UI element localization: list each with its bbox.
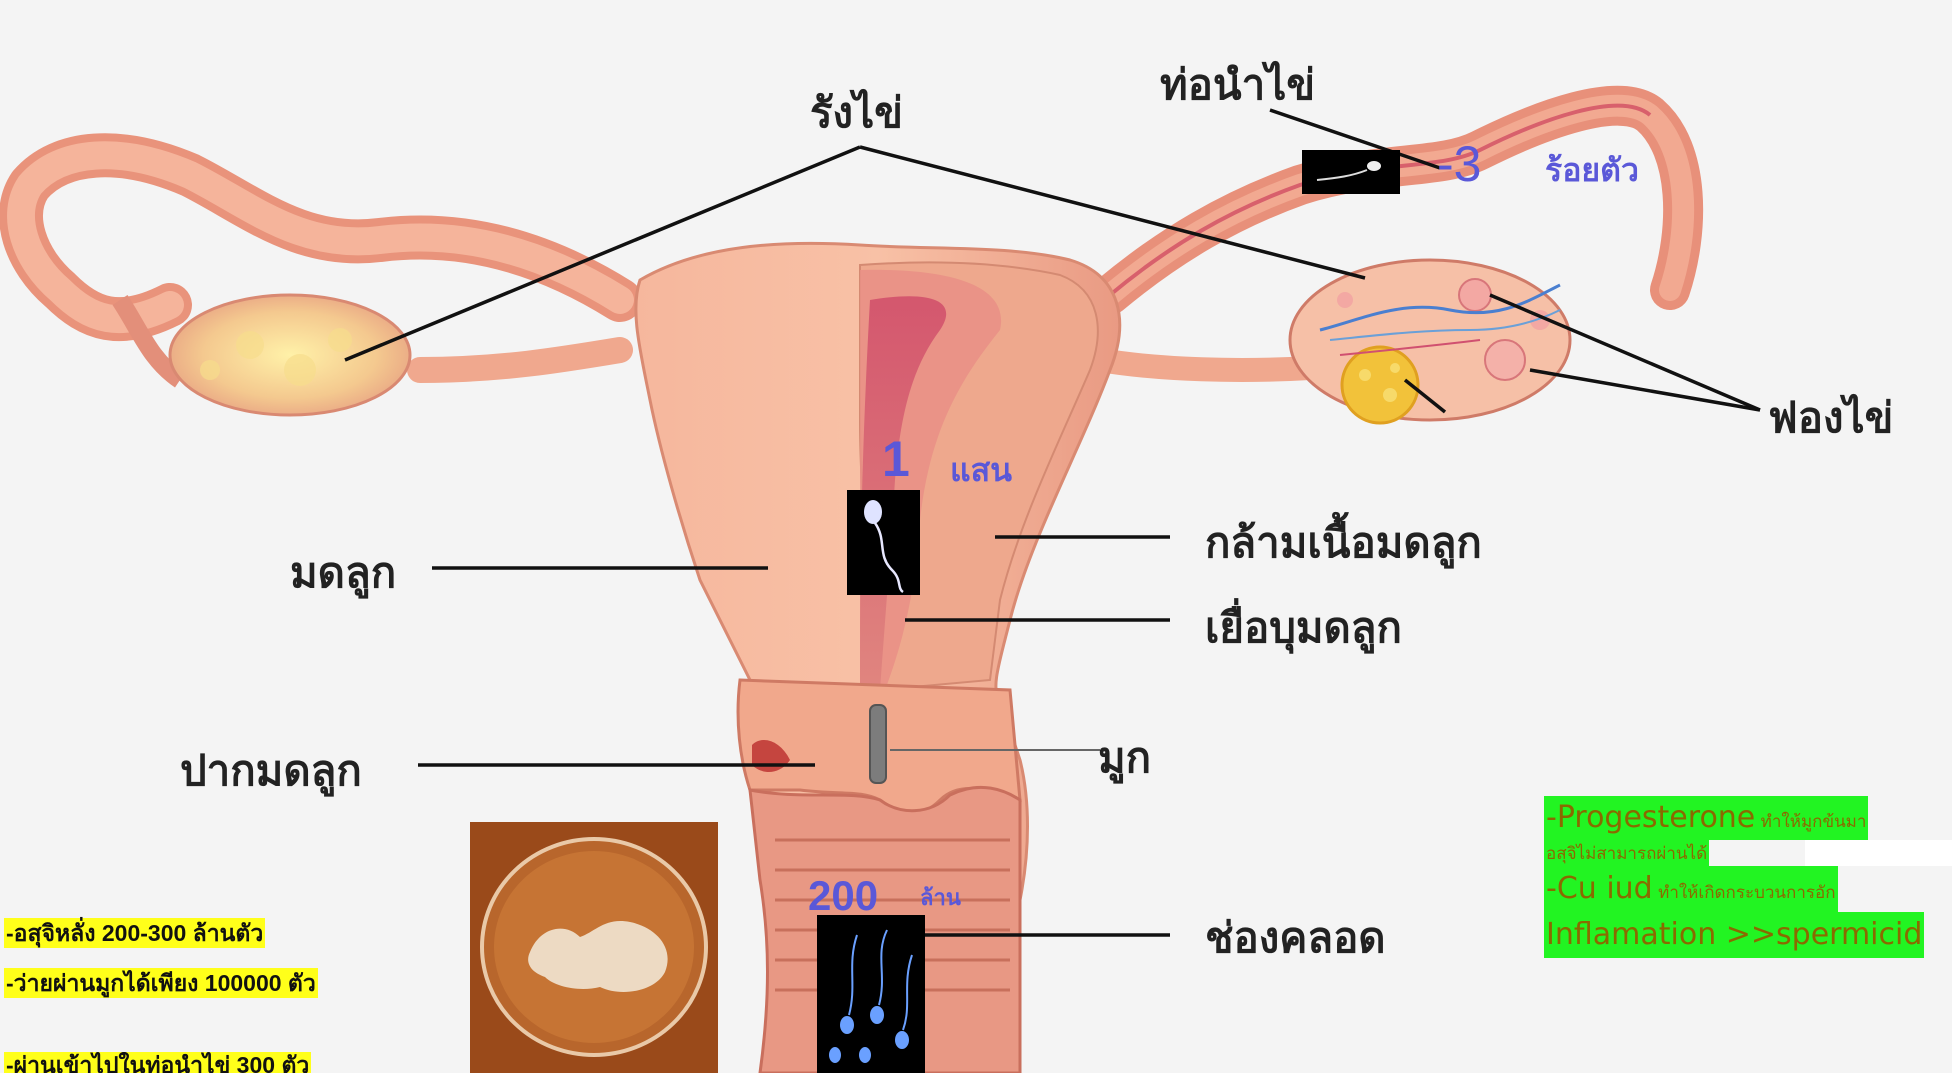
ovary-label: รังไข่	[810, 80, 903, 146]
note-right-2: อสุจิไม่สามารถผ่านได้	[1544, 840, 1709, 868]
tube-count-number: -3	[1437, 135, 1481, 193]
vagina-count-unit: ล้าน	[920, 880, 961, 915]
progesterone-text: -Progesterone	[1546, 800, 1755, 835]
note-left-2: -ว่ายผ่านมูกได้เพียง 100000 ตัว	[4, 968, 318, 998]
sperm-photo-uterus	[847, 490, 920, 595]
sperm-photo-tube	[1302, 150, 1400, 194]
vagina-count-number: 200	[808, 872, 878, 920]
left-ovary	[170, 295, 410, 415]
note-right-4: Inflamation >>spermicid	[1544, 912, 1924, 958]
follicle-leader-bottom	[1530, 370, 1760, 410]
follicle-label: ฟองไข่	[1768, 385, 1893, 451]
endometrium-label: เยื่อบุมดลูก	[1205, 595, 1402, 661]
sperm-photo-vagina	[817, 915, 925, 1073]
right-ovarian-ligament	[1100, 360, 1310, 370]
note-left-1: -อสุจิหลั่ง 200-300 ล้านตัว	[4, 918, 265, 948]
mucus-label: มูก	[1098, 725, 1151, 791]
vagina-label: ช่องคลอด	[1205, 905, 1386, 971]
uterus-count-unit: แสน	[950, 445, 1012, 496]
inflammation-text: Inflamation >>spermicid	[1546, 917, 1922, 952]
left-ovarian-ligament	[420, 350, 620, 370]
cu-iud-effect-text: ทำให้เกิดกระบวนการอัก	[1653, 883, 1836, 903]
cu-iud-text: -Cu iud	[1546, 871, 1653, 906]
sperm-block-text: อสุจิไม่สามารถผ่านได้	[1546, 844, 1707, 864]
fallopian-tube-label: ท่อนำไข่	[1160, 52, 1315, 118]
tube-count-unit: ร้อยตัว	[1545, 145, 1639, 196]
note-left-3: -ผ่านเข้าไปในท่อนำไข่ 300 ตัว	[4, 1052, 311, 1073]
semen-sample-photo	[470, 822, 718, 1073]
myometrium-label: กล้ามเนื้อมดลูก	[1205, 510, 1482, 576]
uterus-label: มดลูก	[290, 540, 396, 606]
cervix-label: ปากมดลูก	[180, 738, 362, 804]
note-right-1: -Progesterone ทำให้มูกข้นมา	[1544, 796, 1868, 840]
note-right-3: -Cu iud ทำให้เกิดกระบวนการอัก	[1544, 866, 1838, 912]
white-box	[1805, 840, 1952, 866]
progesterone-effect-text: ทำให้มูกข้นมา	[1755, 812, 1866, 832]
uterus-count-number: 1	[882, 430, 910, 488]
